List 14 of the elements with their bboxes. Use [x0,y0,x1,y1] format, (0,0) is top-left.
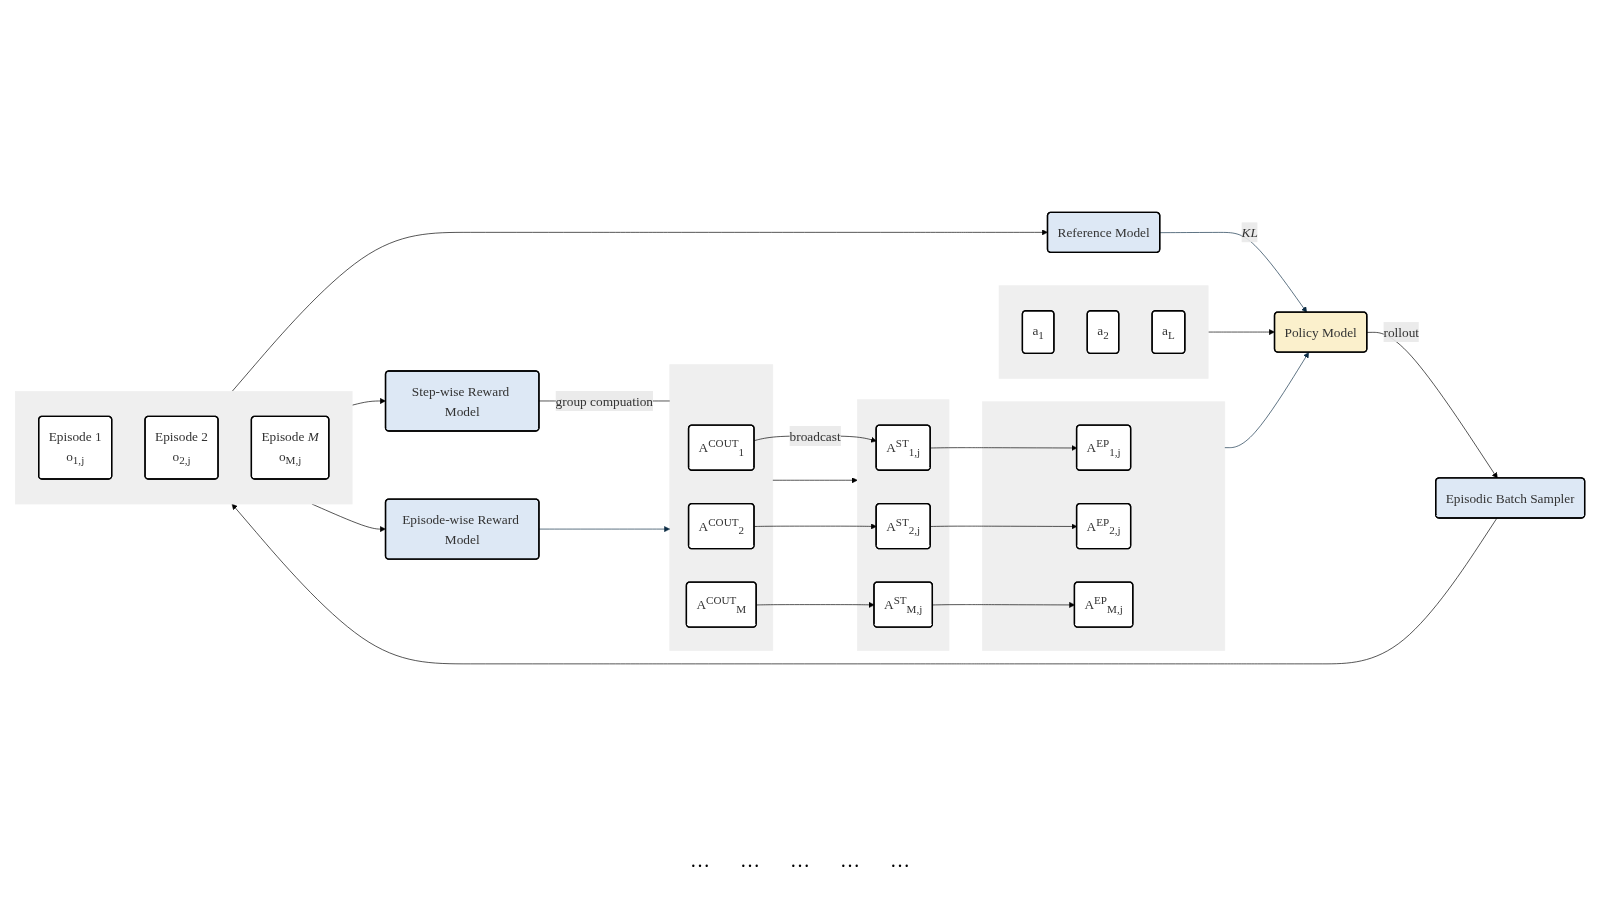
edge-label: rollout [1383,325,1420,340]
edge-label: group compuation [555,394,654,409]
ellipsis-label: … [740,848,760,872]
edge-label: broadcast [789,429,841,444]
cluster [998,285,1209,380]
cluster [856,399,950,652]
ellipsis-label: … [790,848,810,872]
edge-label: KL [1241,225,1258,241]
cluster [15,391,353,505]
cluster [982,401,1226,652]
cluster [669,364,774,652]
ellipsis-label: … [890,848,910,872]
ellipsis-label: … [840,848,860,872]
ellipsis-label: … [690,848,710,872]
